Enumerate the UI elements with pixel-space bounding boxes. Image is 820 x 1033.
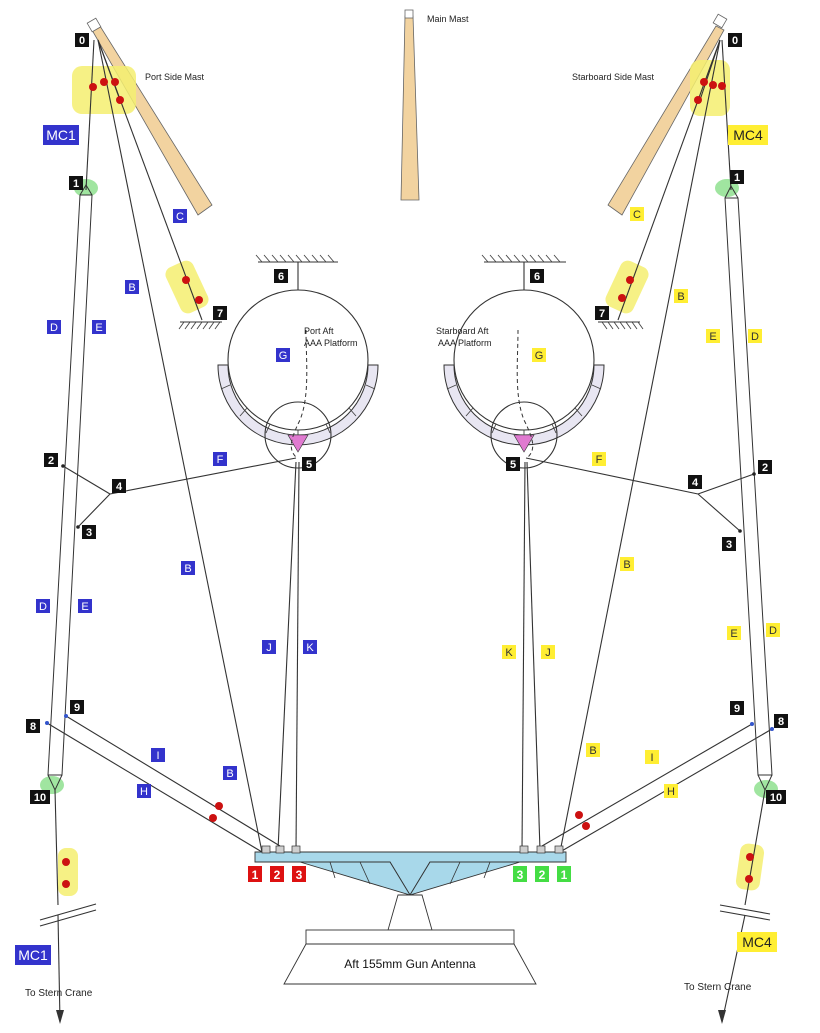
starboard-marker-F: F bbox=[596, 454, 603, 466]
starboard-mc-top: MC4 bbox=[733, 127, 763, 143]
port-node-1: 1 bbox=[73, 178, 79, 190]
port-marker-H: H bbox=[140, 786, 148, 798]
port-tag-1: 1 bbox=[252, 868, 259, 882]
port-node10-highlight bbox=[40, 776, 64, 794]
port-marker-D-2: D bbox=[39, 601, 47, 613]
starboard-node-7: 7 bbox=[599, 308, 605, 320]
starboard-tag-3: 3 bbox=[517, 868, 524, 882]
starboard-marker-E-2: E bbox=[730, 628, 737, 640]
starboard-node-3: 3 bbox=[726, 539, 732, 551]
port-side-mast: Port Side Mast bbox=[86, 17, 213, 216]
port-bottom-highlight bbox=[58, 848, 78, 896]
starboard-node-6: 6 bbox=[534, 271, 540, 283]
starboard-marker-I: I bbox=[650, 752, 653, 764]
antenna-label: Aft 155mm Gun Antenna bbox=[344, 957, 476, 971]
port-node-4: 4 bbox=[116, 481, 123, 493]
port-node-6: 6 bbox=[278, 271, 284, 283]
port-top-highlight bbox=[72, 66, 136, 114]
starboard-marker-J: J bbox=[545, 647, 551, 659]
starboard-mc-bottom: MC4 bbox=[742, 934, 772, 950]
starboard-rigging bbox=[521, 39, 773, 1024]
port-marker-G: G bbox=[279, 350, 288, 362]
starboard-marker-C: C bbox=[633, 209, 641, 221]
port-tag-3: 3 bbox=[296, 868, 303, 882]
starboard-platform-label-2: AAA Platform bbox=[438, 338, 492, 348]
starboard-node-2: 2 bbox=[762, 462, 768, 474]
port-node-8: 8 bbox=[30, 721, 36, 733]
port-tag-2: 2 bbox=[274, 868, 281, 882]
port-node-2: 2 bbox=[48, 455, 54, 467]
starboard-platform-tags: 3 2 1 bbox=[513, 866, 571, 882]
port-side-mast-label: Port Side Mast bbox=[145, 72, 205, 82]
port-platform-tags: 1 2 3 bbox=[248, 866, 306, 882]
port-aaa-platform: Port Aft AAA Platform bbox=[217, 289, 379, 469]
port-rigging bbox=[39, 39, 300, 1024]
port-marker-J: J bbox=[266, 642, 272, 654]
starboard-node-9: 9 bbox=[734, 703, 740, 715]
port-mc-bottom: MC1 bbox=[18, 947, 48, 963]
starboard-marker-K: K bbox=[505, 647, 513, 659]
port-node-10: 10 bbox=[34, 792, 46, 804]
starboard-side-mast-label: Starboard Side Mast bbox=[572, 72, 655, 82]
starboard-marker-D-2: D bbox=[769, 625, 777, 637]
starboard-marker-D-1: D bbox=[751, 331, 759, 343]
port-node-0: 0 bbox=[79, 35, 85, 47]
port-marker-B-1: B bbox=[128, 282, 135, 294]
starboard-marker-H: H bbox=[667, 786, 675, 798]
starboard-marker-B-3: B bbox=[589, 745, 596, 757]
port-letter-markers: MC1 MC1 C B B B D D E E F G H I J K bbox=[15, 125, 317, 965]
starboard-letter-markers: MC4 MC4 C B B B D D E E F G H I J K bbox=[502, 125, 780, 952]
port-platform-label-2: AAA Platform bbox=[304, 338, 358, 348]
port-marker-E-2: E bbox=[81, 601, 88, 613]
port-fixture-7 bbox=[178, 321, 222, 330]
starboard-marker-B-2: B bbox=[623, 559, 630, 571]
starboard-tag-1: 1 bbox=[561, 868, 568, 882]
port-marker-C: C bbox=[176, 211, 184, 223]
port-c-highlight bbox=[165, 260, 209, 314]
starboard-c-highlight bbox=[605, 260, 649, 314]
starboard-node-4: 4 bbox=[692, 477, 699, 489]
starboard-node-10: 10 bbox=[770, 792, 782, 804]
port-marker-K: K bbox=[306, 642, 314, 654]
connector-dots bbox=[45, 464, 774, 731]
starboard-fixture-7 bbox=[598, 321, 644, 330]
starboard-aaa-platform: Starboard Aft AAA Platform bbox=[436, 289, 605, 469]
starboard-node-1: 1 bbox=[734, 172, 740, 184]
port-stern-crane-label: To Stern Crane bbox=[25, 988, 93, 999]
port-node-7: 7 bbox=[217, 308, 223, 320]
main-mast-label: Main Mast bbox=[427, 14, 469, 24]
starboard-stern-crane-label: To Stern Crane bbox=[684, 982, 752, 993]
red-dots bbox=[62, 78, 754, 888]
starboard-bottom-highlight bbox=[735, 843, 765, 891]
port-platform-label-1: Port Aft bbox=[304, 326, 334, 336]
starboard-node-5: 5 bbox=[510, 459, 516, 471]
port-node-5: 5 bbox=[306, 459, 312, 471]
port-marker-I: I bbox=[156, 750, 159, 762]
port-marker-B-2: B bbox=[184, 563, 191, 575]
starboard-platform-label-1: Starboard Aft bbox=[436, 326, 489, 336]
starboard-node-8: 8 bbox=[778, 716, 784, 728]
starboard-node-0: 0 bbox=[732, 35, 738, 47]
starboard-marker-B-1: B bbox=[677, 291, 684, 303]
port-marker-E-1: E bbox=[95, 322, 102, 334]
port-node-3: 3 bbox=[86, 527, 92, 539]
starboard-marker-G: G bbox=[535, 350, 544, 362]
port-node-9: 9 bbox=[74, 702, 80, 714]
starboard-tag-2: 2 bbox=[539, 868, 546, 882]
port-marker-D-1: D bbox=[50, 322, 58, 334]
main-mast: Main Mast bbox=[400, 9, 469, 201]
port-mc-top: MC1 bbox=[46, 127, 76, 143]
port-marker-F: F bbox=[217, 454, 224, 466]
node-markers: 0 1 2 3 4 5 6 7 8 9 10 0 1 2 3 4 5 6 7 8… bbox=[26, 33, 788, 804]
port-marker-B-3: B bbox=[226, 768, 233, 780]
gun-antenna: Aft 155mm Gun Antenna bbox=[254, 845, 567, 985]
starboard-marker-E-1: E bbox=[709, 331, 716, 343]
